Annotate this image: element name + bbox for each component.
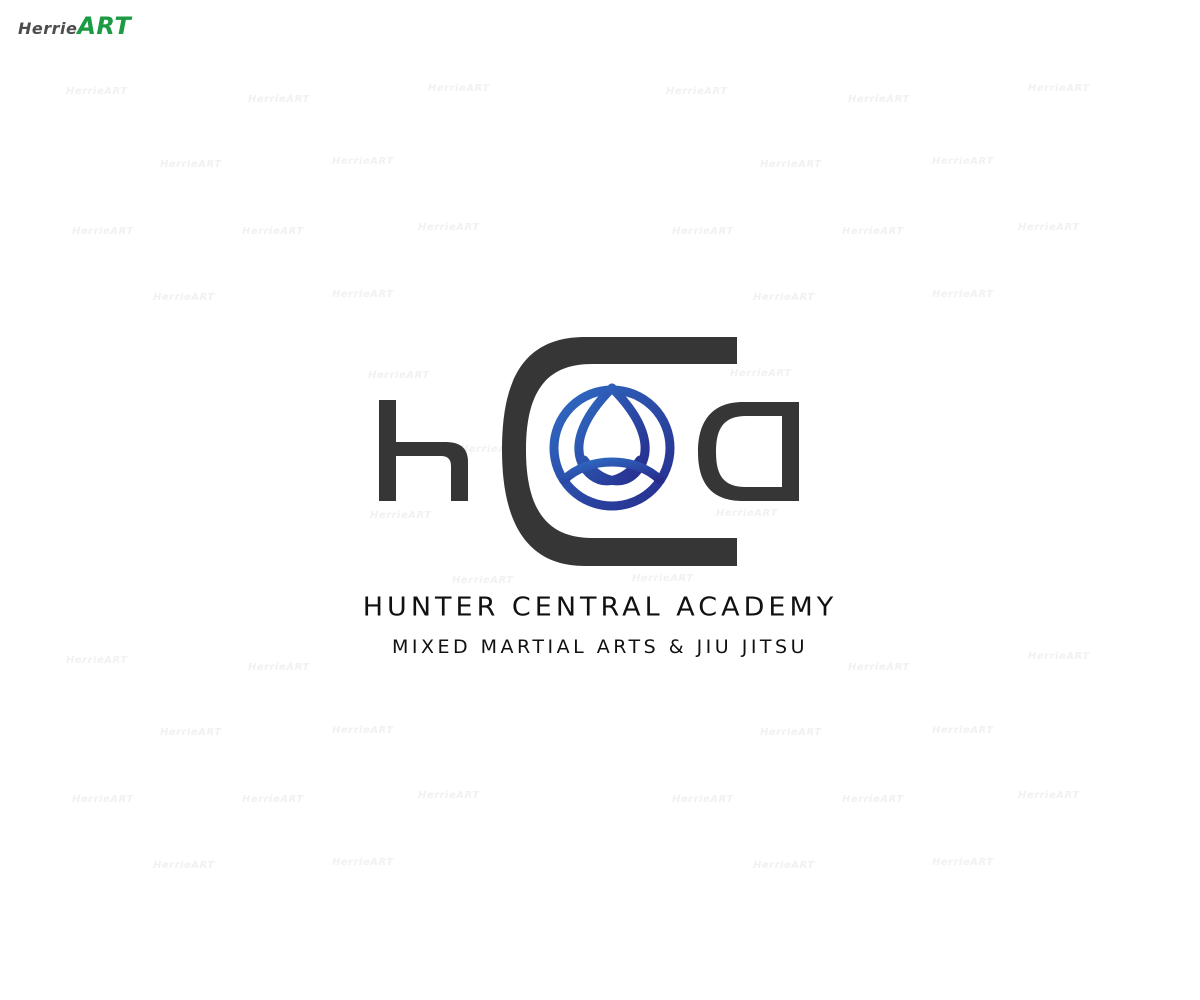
watermark-text: HerrieART <box>66 86 128 97</box>
letter-c <box>502 337 737 566</box>
watermark-text: HerrieART <box>666 86 728 97</box>
watermark-text: HerrieART <box>848 662 910 673</box>
watermark-text: HerrieART <box>332 725 394 736</box>
watermark-text: HerrieART <box>1018 790 1080 801</box>
watermark-text: HerrieART <box>72 794 134 805</box>
watermark-text: HerrieART <box>760 727 822 738</box>
brand-logo: HerrieART <box>18 14 131 38</box>
triquetra-icon <box>549 383 675 511</box>
watermark-text: HerrieART <box>242 226 304 237</box>
watermark-text: HerrieART <box>932 156 994 167</box>
watermark-text: HerrieART <box>332 156 394 167</box>
brand-logo-part2: ART <box>77 12 132 40</box>
watermark-text: HerrieART <box>842 794 904 805</box>
watermark-text: HerrieART <box>932 289 994 300</box>
academy-name: HUNTER CENTRAL ACADEMY <box>362 592 838 623</box>
watermark-text: HerrieART <box>1018 222 1080 233</box>
watermark-text: HerrieART <box>72 226 134 237</box>
watermark-text: HerrieART <box>332 857 394 868</box>
watermark-text: HerrieART <box>452 575 514 586</box>
watermark-text: HerrieART <box>160 159 222 170</box>
watermark-text: HerrieART <box>760 159 822 170</box>
watermark-text: HerrieART <box>418 222 480 233</box>
watermark-text: HerrieART <box>1028 83 1090 94</box>
brand-logo-part1: Herrie <box>18 19 78 38</box>
watermark-text: HerrieART <box>753 292 815 303</box>
watermark-text: HerrieART <box>418 790 480 801</box>
watermark-text: HerrieART <box>932 857 994 868</box>
watermark-text: HerrieART <box>672 794 734 805</box>
watermark-text: HerrieART <box>753 860 815 871</box>
watermark-text: HerrieART <box>848 94 910 105</box>
watermark-text: HerrieART <box>160 727 222 738</box>
watermark-text: HerrieART <box>842 226 904 237</box>
hca-monogram <box>379 337 799 566</box>
watermark-text: HerrieART <box>248 94 310 105</box>
watermark-text: HerrieART <box>428 83 490 94</box>
watermark-text: HerrieART <box>332 289 394 300</box>
watermark-text: HerrieART <box>932 725 994 736</box>
academy-subtitle: MIXED MARTIAL ARTS & JIU JITSU <box>391 636 809 658</box>
watermark-text: HerrieART <box>672 226 734 237</box>
watermark-text: HerrieART <box>242 794 304 805</box>
watermark-text: HerrieART <box>153 292 215 303</box>
watermark-text: HerrieART <box>153 860 215 871</box>
letter-h <box>379 400 468 501</box>
letter-a <box>698 402 799 501</box>
watermark-text: HerrieART <box>248 662 310 673</box>
